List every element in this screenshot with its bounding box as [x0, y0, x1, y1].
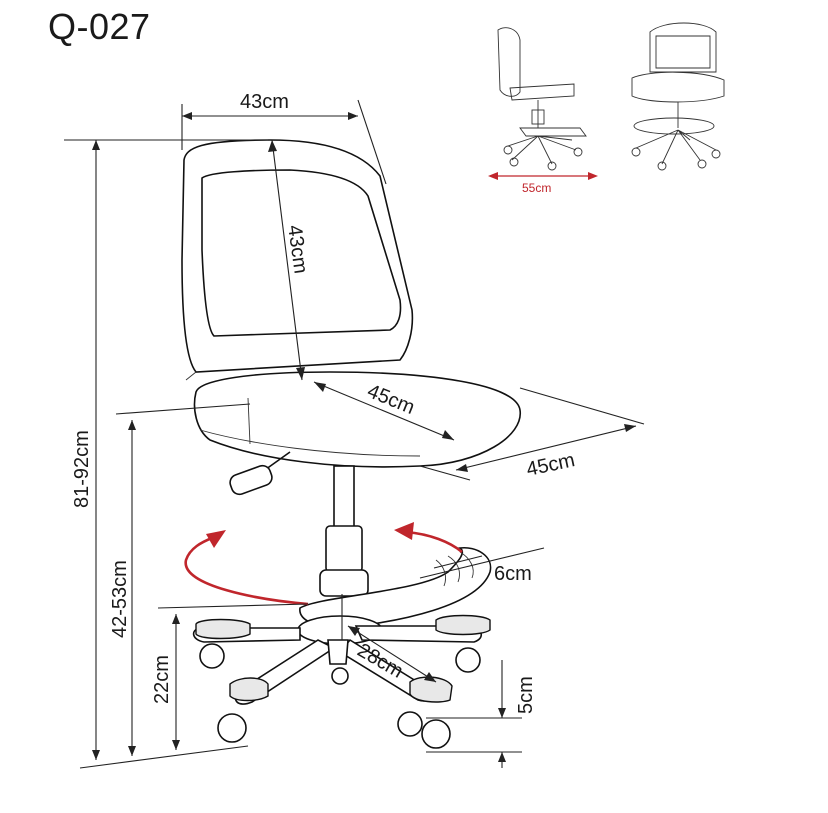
back-height-dimension: 43cm — [268, 139, 312, 381]
model-title: Q-027 — [48, 6, 151, 47]
chair-base — [192, 614, 491, 705]
height-lever — [229, 451, 291, 496]
footrest-height-label: 22cm — [151, 655, 173, 704]
chair-seat — [193, 371, 521, 468]
caster-height-dimension: 5cm — [426, 660, 537, 768]
gas-cylinder — [319, 465, 369, 597]
footrest-width-dimension: 6cm — [419, 547, 545, 585]
side-view-thumbnail — [497, 27, 587, 171]
total-height-label: 81-92cm — [71, 430, 93, 508]
rotation-arrows — [184, 522, 463, 606]
back-view-thumbnail — [631, 22, 725, 171]
seat-height-dimension: 42-53cm — [109, 403, 251, 756]
caster-height-label: 5cm — [515, 676, 537, 714]
footrest-span-dimension: 55cm — [488, 172, 598, 195]
seat-height-label: 42-53cm — [109, 560, 131, 638]
total-height-dimension: 81-92cm — [64, 139, 268, 769]
footrest-height-dimension: 22cm — [151, 603, 309, 750]
footrest-width-label: 6cm — [494, 563, 532, 585]
seat-width-label: 45cm — [524, 449, 576, 481]
back-width-label: 43cm — [240, 91, 289, 113]
chair-backrest — [181, 139, 414, 381]
footrest-span-label: 55cm — [522, 181, 551, 195]
back-width-dimension: 43cm — [181, 91, 387, 185]
casters — [199, 643, 481, 749]
